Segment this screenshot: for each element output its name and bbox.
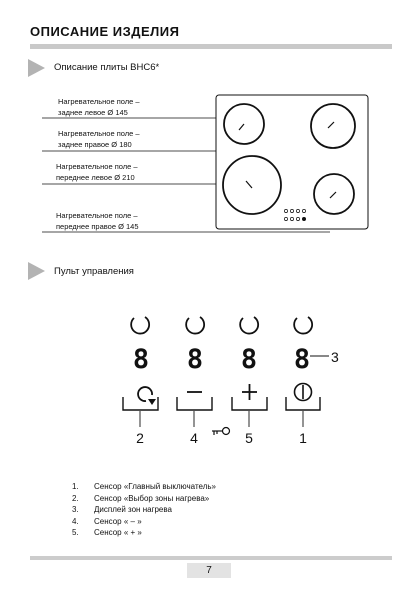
triangle-bullet-icon (28, 59, 45, 77)
burner-rear-right (310, 103, 356, 149)
burner-front-left (222, 155, 282, 215)
burner-mark (245, 180, 253, 189)
zone-label-front-left: Нагревательное поле –переднее левое Ø 21… (56, 162, 138, 182)
callout-number-1: 1 (299, 430, 307, 446)
zone-label-rear-right: Нагревательное поле –заднее правое Ø 180 (58, 129, 140, 149)
zone-label-front-right: Нагревательное поле –переднее правое Ø 1… (56, 211, 139, 231)
page-title: ОПИСАНИЕ ИЗДЕЛИЯ (30, 24, 180, 39)
callout-stems (139, 411, 304, 427)
callout-number-4: 4 (190, 430, 198, 446)
burner-mark (327, 121, 335, 129)
footer-divider (30, 556, 392, 560)
legend-item: 1.Сенсор «Главный выключатель» (72, 482, 216, 491)
key-lock-icon (212, 426, 231, 436)
legend-item: 4.Сенсор « – » (72, 516, 142, 526)
header-divider (30, 44, 392, 49)
power-icon[interactable] (293, 382, 313, 402)
mini-control-strip (284, 209, 306, 221)
cooktop-panel (215, 94, 369, 230)
display-digit-2: 8 (187, 344, 203, 375)
burner-rear-left (223, 103, 265, 145)
burner-front-right (313, 173, 355, 215)
legend-item: 5.Сенсор « + » (72, 528, 142, 537)
section-title-control-panel: Пульт управления (54, 266, 134, 277)
burner-mark (329, 191, 337, 199)
legend-item: 2.Сенсор «Выбор зоны нагрева» (72, 493, 210, 503)
display-digit-4: 8 (294, 344, 310, 375)
display-digit-1: 8 (133, 344, 149, 375)
triangle-bullet-icon (28, 262, 45, 280)
zone-select-icon[interactable] (137, 386, 156, 405)
display-digit-3: 8 (241, 344, 257, 375)
zone-indicator-rings (130, 316, 313, 335)
burner-mark (238, 123, 245, 131)
section-title-description: Описание плиты ВНС6* (54, 62, 160, 73)
legend-item: 3.Дисплей зон нагрева (72, 505, 172, 514)
callout-number-2: 2 (136, 430, 144, 446)
sensor-brackets (122, 397, 321, 411)
legend-list: 1.Сенсор «Главный выключатель» 2.Сенсор … (72, 481, 216, 539)
page-number: 7 (187, 563, 231, 578)
callout-number-5: 5 (245, 430, 253, 446)
plus-icon[interactable] (242, 384, 257, 400)
zone-label-rear-left: Нагревательное поле –заднее левое Ø 145 (58, 97, 140, 117)
callout-number-3: 3 (331, 349, 339, 365)
